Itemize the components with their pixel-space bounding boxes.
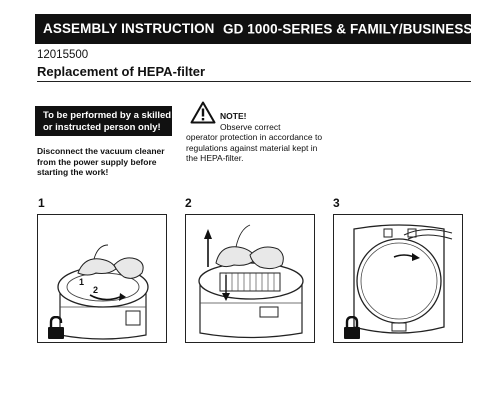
step-1-number: 1 xyxy=(38,196,45,210)
skilled-notice-line-2: or instructed person only! xyxy=(43,122,161,133)
disconnect-notice-line-3: starting the work! xyxy=(37,167,109,177)
disconnect-notice-line-1: Disconnect the vacuum cleaner xyxy=(37,146,165,156)
skilled-notice-line-1: To be performed by a skilled xyxy=(43,110,172,121)
note-label: NOTE! xyxy=(220,111,247,121)
skilled-person-notice: To be performed by a skilled or instruct… xyxy=(35,106,172,136)
note-line-1-rest: Observe correct xyxy=(220,121,281,132)
note-text: NOTE! Observe correct operator protectio… xyxy=(186,111,336,164)
trademark-symbol: ™ xyxy=(472,21,481,30)
title-divider xyxy=(37,81,471,82)
step-1-label-2: 2 xyxy=(93,285,99,295)
step-2-number: 2 xyxy=(185,196,192,210)
unlocked-padlock-icon xyxy=(48,316,64,339)
step-3-illustration xyxy=(333,214,463,343)
step-3-number: 3 xyxy=(333,196,340,210)
disconnect-notice: Disconnect the vacuum cleaner from the p… xyxy=(37,146,177,178)
header-bar: ASSEMBLY INSTRUCTION GD 1000-SERIES & FA… xyxy=(35,14,481,44)
note-line-2: operator protection in accordance to xyxy=(186,132,323,142)
header-assembly-title: ASSEMBLY INSTRUCTION xyxy=(43,21,215,36)
note-line-1: NOTE! Observe correct xyxy=(186,111,336,132)
header-model-text: GD 1000-SERIES & FAMILY/BUSINESS xyxy=(223,21,473,37)
step-2-illustration xyxy=(185,214,315,343)
step-1-illustration: 1 2 xyxy=(37,214,167,343)
disconnect-notice-line-2: from the power supply before xyxy=(37,156,157,167)
document-title: Replacement of HEPA-filter xyxy=(37,64,206,79)
header-model-title: GD 1000-SERIES & FAMILY/BUSINESS™ xyxy=(223,21,481,37)
note-line-3: regulations against material kept in xyxy=(186,142,318,153)
document-number: 12015500 xyxy=(37,49,89,61)
note-line-4: the HEPA-filter. xyxy=(186,153,244,163)
warning-triangle-icon xyxy=(190,101,216,124)
step-1-label-1: 1 xyxy=(79,277,85,287)
locked-padlock-icon xyxy=(344,316,360,339)
